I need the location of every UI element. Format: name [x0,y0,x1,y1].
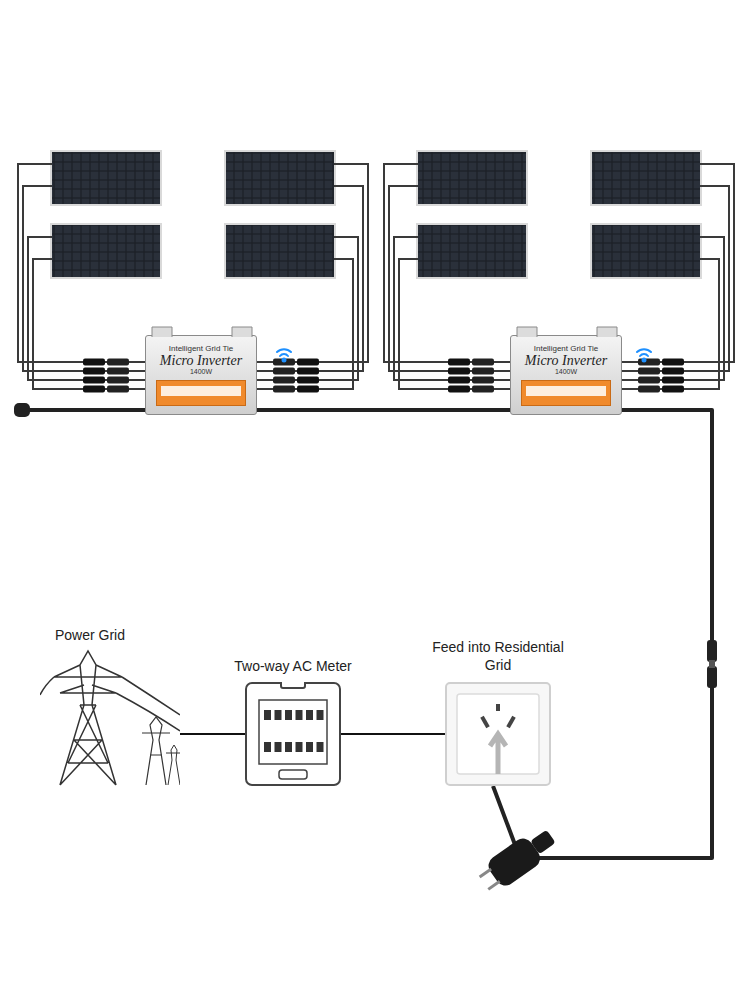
mc4-connector [83,368,105,375]
mc4-connector [273,368,295,375]
node-heading: Power Grid [55,627,125,643]
solar-cells [52,152,160,204]
mc4-connector [107,368,129,375]
mc4-connector [273,377,295,384]
mc4-connector [448,386,470,393]
solar-cells [592,152,700,204]
dc-wire [257,164,368,362]
mount-tabs [511,325,623,337]
solar-cells [226,225,334,277]
mc4-connector [297,386,319,393]
dc-wire [399,259,510,389]
dc-wire [33,259,145,389]
dc-wire [257,186,363,371]
micro-inverter: Intelligent Grid TieMicro Inverter1400W [510,335,622,415]
solar-cells [226,152,334,204]
inverter-type: Intelligent Grid Tie [146,344,256,353]
ac-meter: Two-way AC Meter [245,682,341,786]
mc4-connector [273,386,295,393]
solar-cells [52,225,160,277]
mc4-connector [107,386,129,393]
spec-label [156,380,246,406]
power-rating: 1400W [511,368,621,375]
mc4-connector [107,359,129,366]
mc4-connector [107,377,129,384]
mc4-connector [448,377,470,384]
dc-wire [622,259,719,389]
ac-cable [257,408,510,412]
solar-panel [416,223,528,279]
power-rating: 1400W [146,368,256,375]
mc4-connector [83,359,105,366]
mc4-connector [83,377,105,384]
power-grid: Power Grid [40,645,180,790]
solar-cells [592,225,700,277]
mc4-connector [297,368,319,375]
mc4-connector [472,359,494,366]
mc4-connector [638,359,660,366]
solar-cells [418,152,526,204]
mc4-connector [83,386,105,393]
mc4-connector [638,386,660,393]
mc4-connector [472,386,494,393]
grid-shape [40,645,180,790]
solar-panel [590,223,702,279]
meter-shape [245,682,341,786]
wall-socket: Feed into Residential Grid [445,682,551,786]
mc4-connector [662,368,684,375]
mc4-connector [662,359,684,366]
micro-inverter: Intelligent Grid TieMicro Inverter1400W [145,335,257,415]
grid-line [341,733,445,735]
mc4-connector [472,368,494,375]
mount-tabs [146,325,258,337]
mc4-connector [273,359,295,366]
inverter-name: Micro Inverter [146,353,256,368]
socket-shape [445,682,551,786]
grid-line [180,733,245,735]
mc4-connector [662,377,684,384]
mc4-connector [297,359,319,366]
dc-wire [622,164,734,362]
mc4-connector [297,377,319,384]
mc4-connector [448,359,470,366]
dc-wire [384,164,510,362]
node-heading: Two-way AC Meter [234,658,351,674]
solar-panel [224,223,336,279]
mc4-connector [472,377,494,384]
spec-label [521,380,611,406]
dc-wire [622,186,729,371]
dc-wire [389,186,510,371]
mc4-connector [638,377,660,384]
solar-panel [50,150,162,206]
mc4-connector [448,368,470,375]
mc4-connector [662,386,684,393]
mc4-connector [638,368,660,375]
solar-cells [418,225,526,277]
solar-panel [590,150,702,206]
solar-panel [50,223,162,279]
node-heading: Feed into Residential Grid [423,638,573,674]
ac-cable [493,410,712,858]
dc-wire [18,164,145,362]
inverter-name: Micro Inverter [511,353,621,368]
dc-wire [257,259,353,389]
solar-panel [224,150,336,206]
dc-wire [23,186,145,371]
solar-panel [416,150,528,206]
inverter-type: Intelligent Grid Tie [511,344,621,353]
